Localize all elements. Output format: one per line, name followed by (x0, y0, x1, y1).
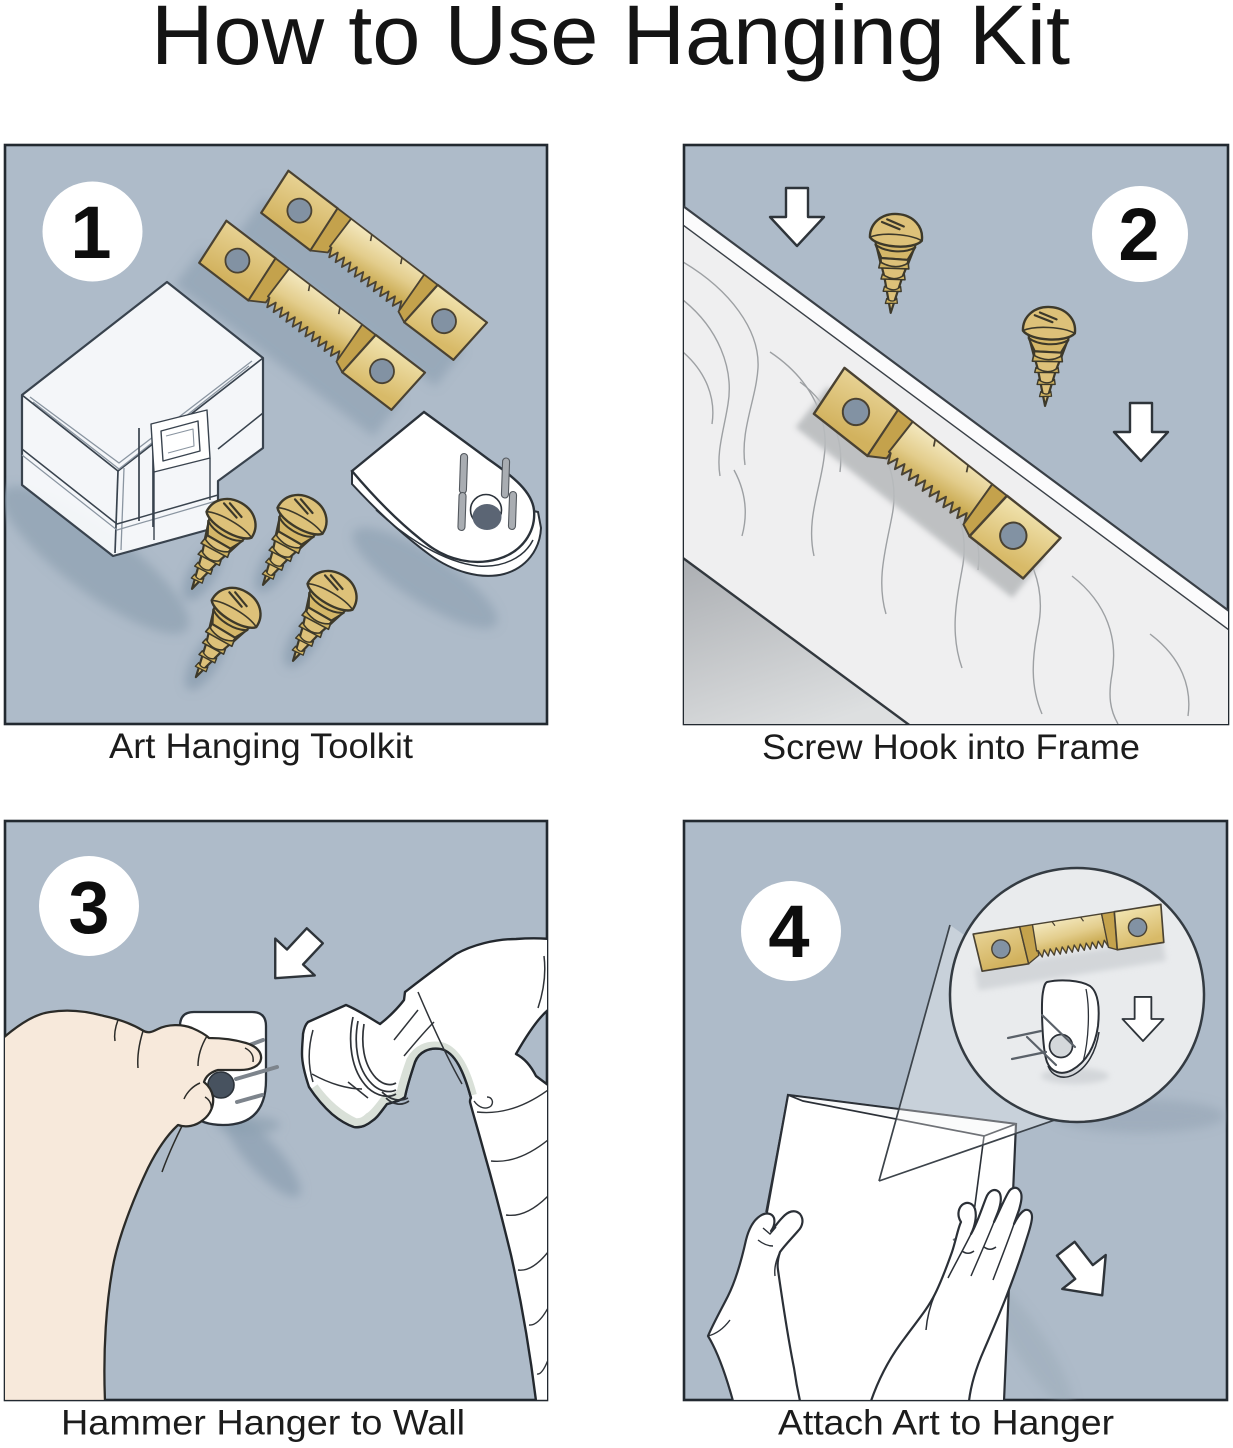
svg-text:3: 3 (68, 866, 109, 949)
svg-text:Art Hanging Toolkit: Art Hanging Toolkit (109, 727, 413, 766)
svg-text:How to Use Hanging Kit: How to Use Hanging Kit (151, 0, 1070, 82)
svg-text:Screw Hook into Frame: Screw Hook into Frame (762, 728, 1140, 767)
svg-text:1: 1 (70, 191, 111, 274)
svg-text:2: 2 (1118, 193, 1159, 276)
svg-text:4: 4 (768, 890, 809, 973)
svg-text:Attach Art to Hanger: Attach Art to Hanger (778, 1404, 1114, 1443)
svg-text:Hammer Hanger to Wall: Hammer Hanger to Wall (61, 1404, 465, 1443)
